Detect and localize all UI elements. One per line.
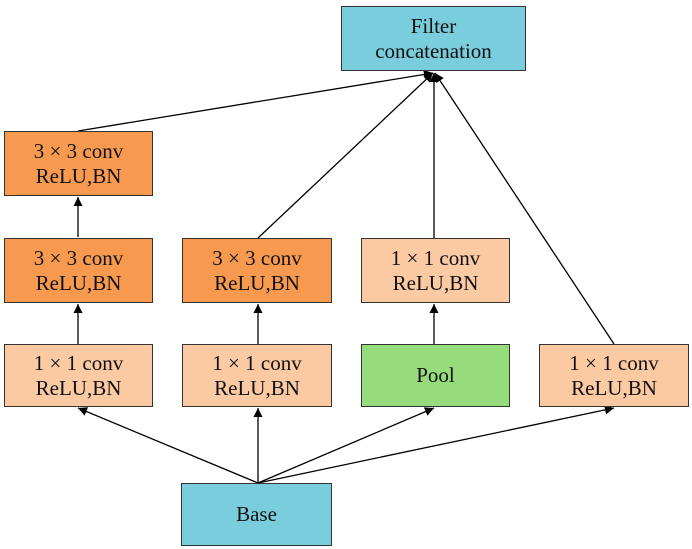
node-label-line2: ReLU,BN [214,270,300,295]
node-label-line1: 3 × 3 conv [212,245,302,270]
edge-base-to-b4-conv1 [257,405,615,484]
branch1-conv3-mid-node: 3 × 3 conv ReLU,BN [4,238,153,303]
edge-b4-to-concat [434,72,615,345]
branch4-conv1-node: 1 × 1 conv ReLU,BN [539,344,689,407]
node-label-line1: 1 × 1 conv [33,350,124,375]
edge-b2-to-concat [257,72,434,239]
node-label-line1: Base [236,502,277,526]
node-label-line2: ReLU,BN [35,270,122,295]
node-label-line1: 1 × 1 conv [390,245,481,270]
node-label-line2: ReLU,BN [214,375,300,400]
filter-concatenation-node: Filter concatenation [341,6,526,71]
branch2-conv1-node: 1 × 1 conv ReLU,BN [182,344,332,407]
node-label-line2: concatenation [375,38,492,63]
node-label-line1: Pool [416,363,455,387]
edge-base-to-b1-conv1 [77,407,259,484]
node-label-line2: ReLU,BN [392,270,479,295]
node-label-line2: ReLU,BN [571,375,657,400]
branch1-conv1-node: 1 × 1 conv ReLU,BN [4,344,153,407]
branch2-conv3-node: 3 × 3 conv ReLU,BN [182,238,332,303]
branch3-pool-node: Pool [361,344,510,407]
node-label-line1: 1 × 1 conv [212,350,302,375]
edge-base-to-pool [257,407,435,484]
branch3-conv1-node: 1 × 1 conv ReLU,BN [361,238,510,303]
edge-b1-top-to-concat [77,69,434,132]
node-label-line1: 3 × 3 conv [33,245,124,270]
branch1-conv3-top-node: 3 × 3 conv ReLU,BN [4,131,153,196]
node-label-line2: ReLU,BN [35,163,122,188]
node-label-line2: ReLU,BN [35,375,122,400]
node-label-line1: 3 × 3 conv [33,138,124,163]
node-label-line1: Filter [410,13,457,38]
base-node: Base [181,483,332,546]
node-label-line1: 1 × 1 conv [569,350,659,375]
